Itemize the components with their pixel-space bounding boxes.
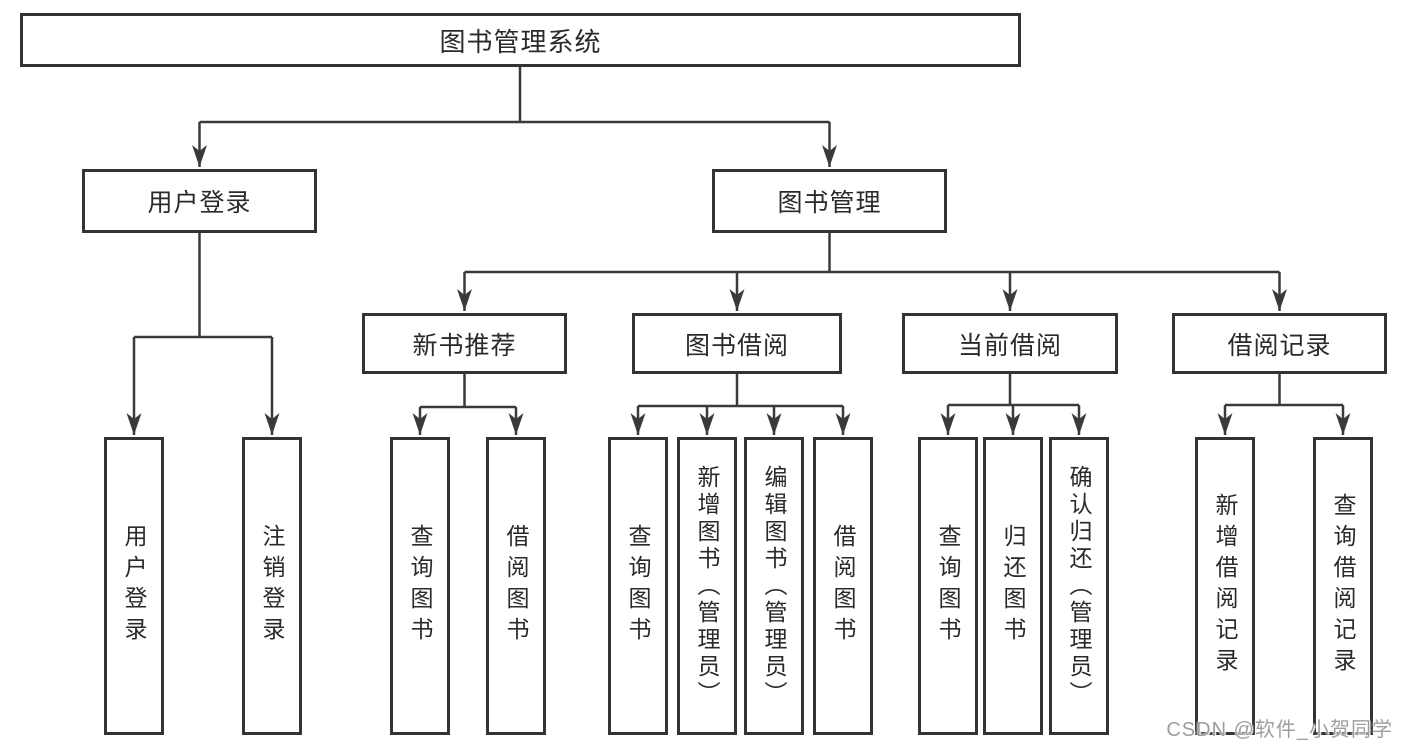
node-book-borrowing: 图书借阅 xyxy=(632,313,842,374)
leaf-user-login: 用户登录 xyxy=(104,437,164,735)
leaf-borrow-books-recommend: 借阅图书 xyxy=(486,437,546,735)
leaf-add-book-admin: 新增图书（管理员） xyxy=(677,437,737,735)
node-library-management-system: 图书管理系统 xyxy=(20,13,1021,67)
watermark: CSDN @软件_小贺同学 xyxy=(1166,719,1393,741)
leaf-borrow-books-borrowing: 借阅图书 xyxy=(813,437,873,735)
node-current-borrowing: 当前借阅 xyxy=(902,313,1118,374)
node-book-management: 图书管理 xyxy=(712,169,947,233)
leaf-confirm-return-admin: 确认归还（管理员） xyxy=(1049,437,1109,735)
node-new-book-recommend: 新书推荐 xyxy=(362,313,567,374)
leaf-edit-book-admin: 编辑图书（管理员） xyxy=(744,437,804,735)
leaf-add-borrow-record: 新增借阅记录 xyxy=(1195,437,1255,735)
leaf-query-books-current: 查询图书 xyxy=(918,437,978,735)
leaf-query-books-recommend: 查询图书 xyxy=(390,437,450,735)
node-borrow-records: 借阅记录 xyxy=(1172,313,1387,374)
leaf-logout: 注销登录 xyxy=(242,437,302,735)
leaf-return-books: 归还图书 xyxy=(983,437,1043,735)
leaf-query-borrow-record: 查询借阅记录 xyxy=(1313,437,1373,735)
node-user-login: 用户登录 xyxy=(82,169,317,233)
leaf-query-books-borrowing: 查询图书 xyxy=(608,437,668,735)
